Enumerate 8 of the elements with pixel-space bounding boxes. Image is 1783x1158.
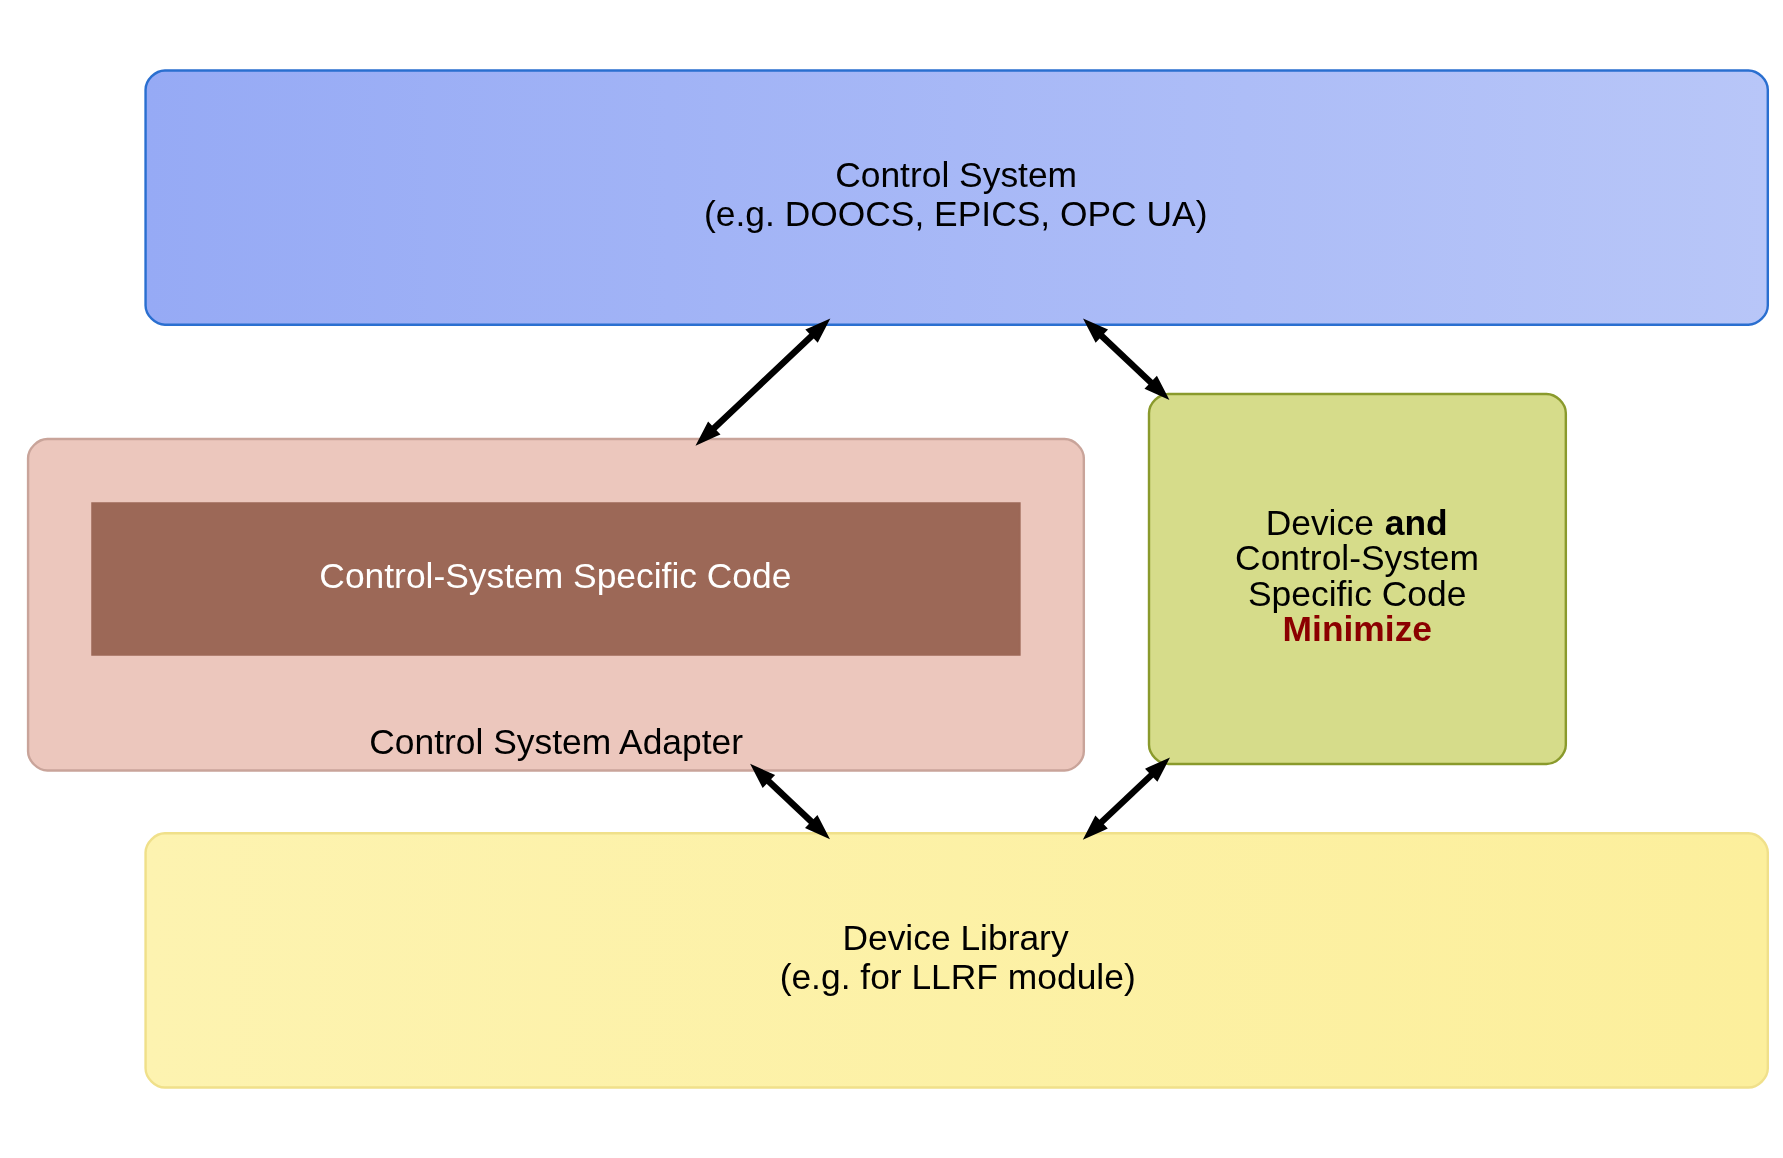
arrow (750, 763, 830, 840)
node-box: Control System (e.g. DOOCS, EPICS, OPC UA) (144, 69, 1769, 326)
node-box: Device Library (e.g. for LLRF module) (144, 832, 1769, 1089)
arrow (695, 318, 831, 446)
node-box: Device and Control-System Specific Code Minimize (1147, 392, 1568, 766)
node-box: Control-System Specific Code (91, 502, 1021, 656)
arrow (1083, 318, 1170, 401)
arrow (1082, 757, 1170, 840)
